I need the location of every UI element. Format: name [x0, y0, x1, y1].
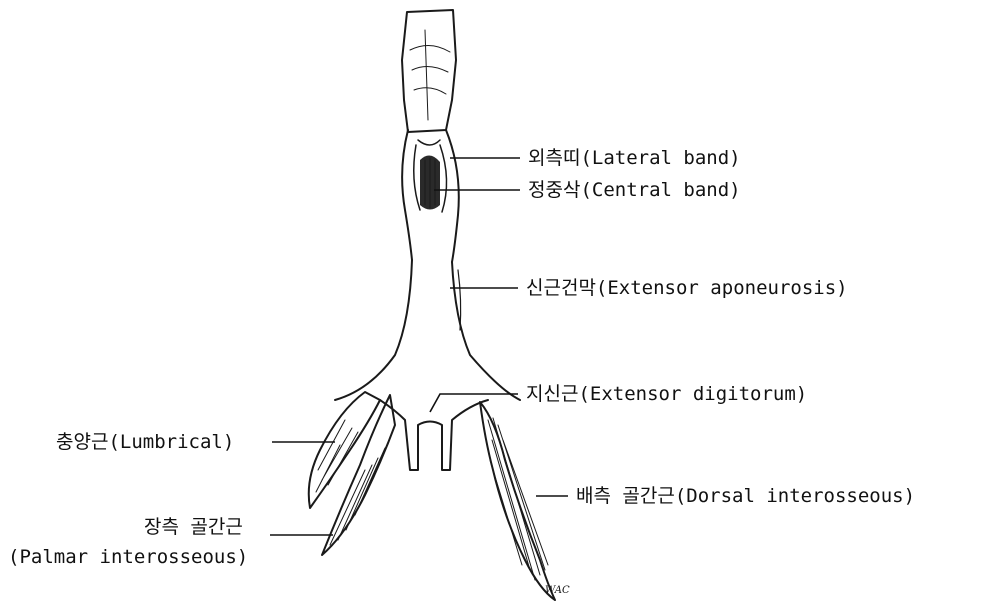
label-dorsal-interosseous: 배측 골간근(Dorsal interosseous) — [576, 485, 915, 507]
extensor-aponeurosis-body — [335, 260, 520, 400]
artist-signature: WAC — [545, 585, 570, 596]
leader-lines — [270, 158, 568, 535]
label-palmar-interosseous-ko: 장측 골간근 — [144, 516, 243, 538]
leader-extensor-digitorum — [430, 394, 518, 412]
label-lateral-band: 외측띠(Lateral band) — [528, 147, 741, 169]
distal-tendon — [402, 10, 456, 132]
extensor-digitorum-tendon — [380, 400, 488, 470]
label-extensor-digitorum: 지신근(Extensor digitorum) — [526, 383, 807, 405]
lumbrical-muscle — [309, 392, 380, 508]
label-lumbrical: 충양근(Lumbrical) — [56, 431, 234, 453]
label-central-band: 정중삭(Central band) — [528, 179, 741, 201]
lateral-and-central-bands — [402, 130, 459, 262]
label-palmar-interosseous-en: (Palmar interosseous) — [8, 546, 248, 568]
label-extensor-aponeurosis: 신근건막(Extensor aponeurosis) — [526, 277, 848, 299]
dorsal-interosseous-muscle — [480, 402, 555, 600]
